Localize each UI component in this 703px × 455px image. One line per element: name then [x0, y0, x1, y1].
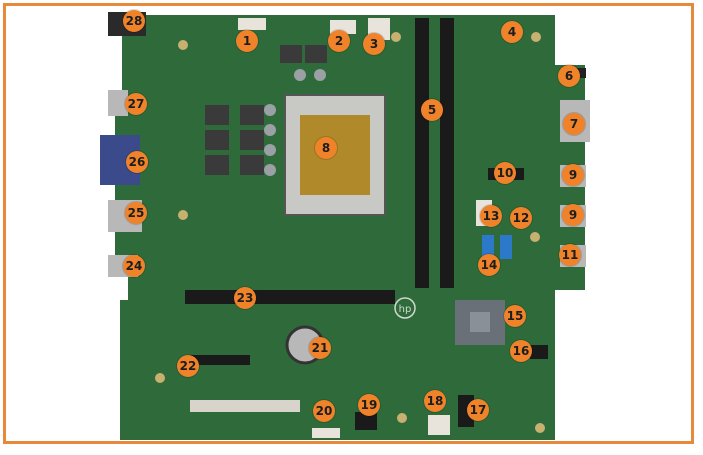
- callout-marker: 27: [125, 93, 147, 115]
- callout-marker: 26: [126, 151, 148, 173]
- sata-port-14a: [482, 235, 494, 259]
- callout-marker: 7: [563, 113, 585, 135]
- callout-marker: 16: [510, 340, 532, 362]
- callout-marker: 9: [562, 204, 584, 226]
- callout-marker: 14: [478, 254, 500, 276]
- callout-marker: 13: [480, 205, 502, 227]
- callout-marker: 11: [559, 244, 581, 266]
- callout-marker: 9: [562, 164, 584, 186]
- mounting-holes: [155, 32, 545, 433]
- callout-marker: 21: [309, 337, 331, 359]
- pci-slot: [190, 400, 300, 412]
- callout-marker: 23: [234, 287, 256, 309]
- fan-header: [238, 18, 266, 30]
- vrm-chokes: [205, 45, 327, 175]
- hp-logo: [394, 297, 416, 319]
- callout-marker: 15: [504, 305, 526, 327]
- ram-slot-2: [440, 18, 454, 288]
- callout-marker: 1: [236, 30, 258, 52]
- callout-marker: 19: [358, 394, 380, 416]
- callout-marker: 4: [501, 21, 523, 43]
- header-20: [312, 428, 340, 438]
- callout-marker: 5: [421, 99, 443, 121]
- callout-marker: 3: [363, 33, 385, 55]
- callout-marker: 18: [424, 390, 446, 412]
- callout-marker: 17: [467, 399, 489, 421]
- usb-port-27: [108, 90, 128, 116]
- callout-marker: 6: [558, 65, 580, 87]
- callout-marker: 12: [510, 207, 532, 229]
- callout-marker: 20: [313, 400, 335, 422]
- header-16: [530, 345, 548, 359]
- callout-marker: 10: [494, 162, 516, 184]
- pcie-x16-slot: [185, 290, 395, 304]
- callout-marker: 2: [328, 30, 350, 52]
- header-19: [355, 412, 377, 430]
- callout-marker: 25: [125, 202, 147, 224]
- ram-slot-1: [415, 18, 429, 288]
- callout-marker: 24: [123, 255, 145, 277]
- callout-marker: 22: [177, 355, 199, 377]
- capacitors: [264, 69, 326, 176]
- power-8pin-18: [428, 415, 450, 435]
- sata-port-14b: [500, 235, 512, 259]
- callout-marker: 8: [315, 137, 337, 159]
- callout-marker: 28: [123, 10, 145, 32]
- hp-logo-text: hp: [399, 304, 412, 315]
- pcie-x1-slot: [190, 355, 250, 365]
